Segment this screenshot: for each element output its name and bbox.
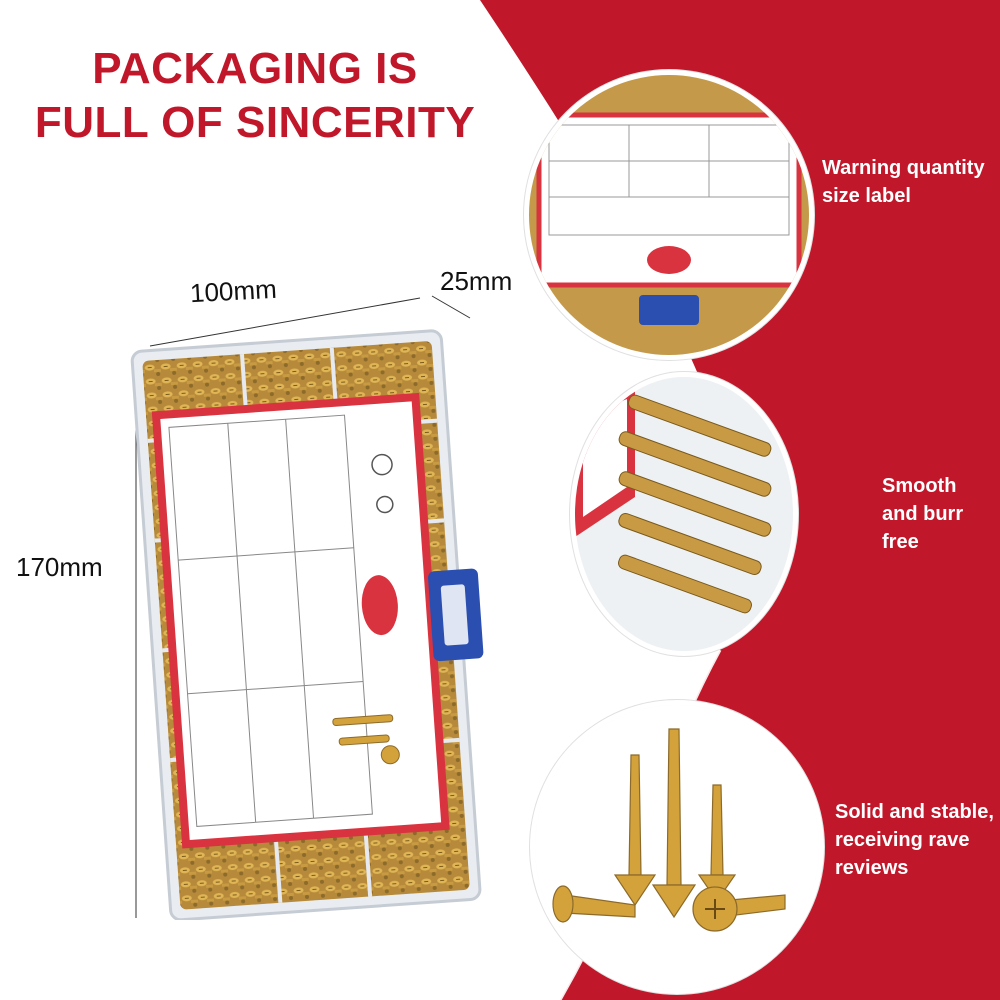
headline: PACKAGING IS FULL OF SINCERITY	[30, 42, 480, 150]
screw-box-illustration	[130, 329, 484, 920]
headline-line-1: PACKAGING IS	[92, 44, 418, 93]
feature-caption-label: Warning quantity size label	[822, 157, 985, 207]
loose-screws-image	[530, 700, 824, 994]
dimension-depth-label: 25mm	[440, 266, 513, 296]
dimension-width-label: 100mm	[189, 273, 278, 309]
feature-caption-smooth: Smooth and burr free	[882, 475, 964, 553]
label-closeup-image	[524, 70, 814, 360]
dimension-height-label: 170mm	[16, 552, 103, 582]
feature-caption-solid: Solid and stable, receiving rave reviews	[835, 801, 994, 879]
smooth-screws-closeup-image	[570, 372, 798, 656]
headline-line-2: FULL OF SINCERITY	[34, 98, 476, 147]
